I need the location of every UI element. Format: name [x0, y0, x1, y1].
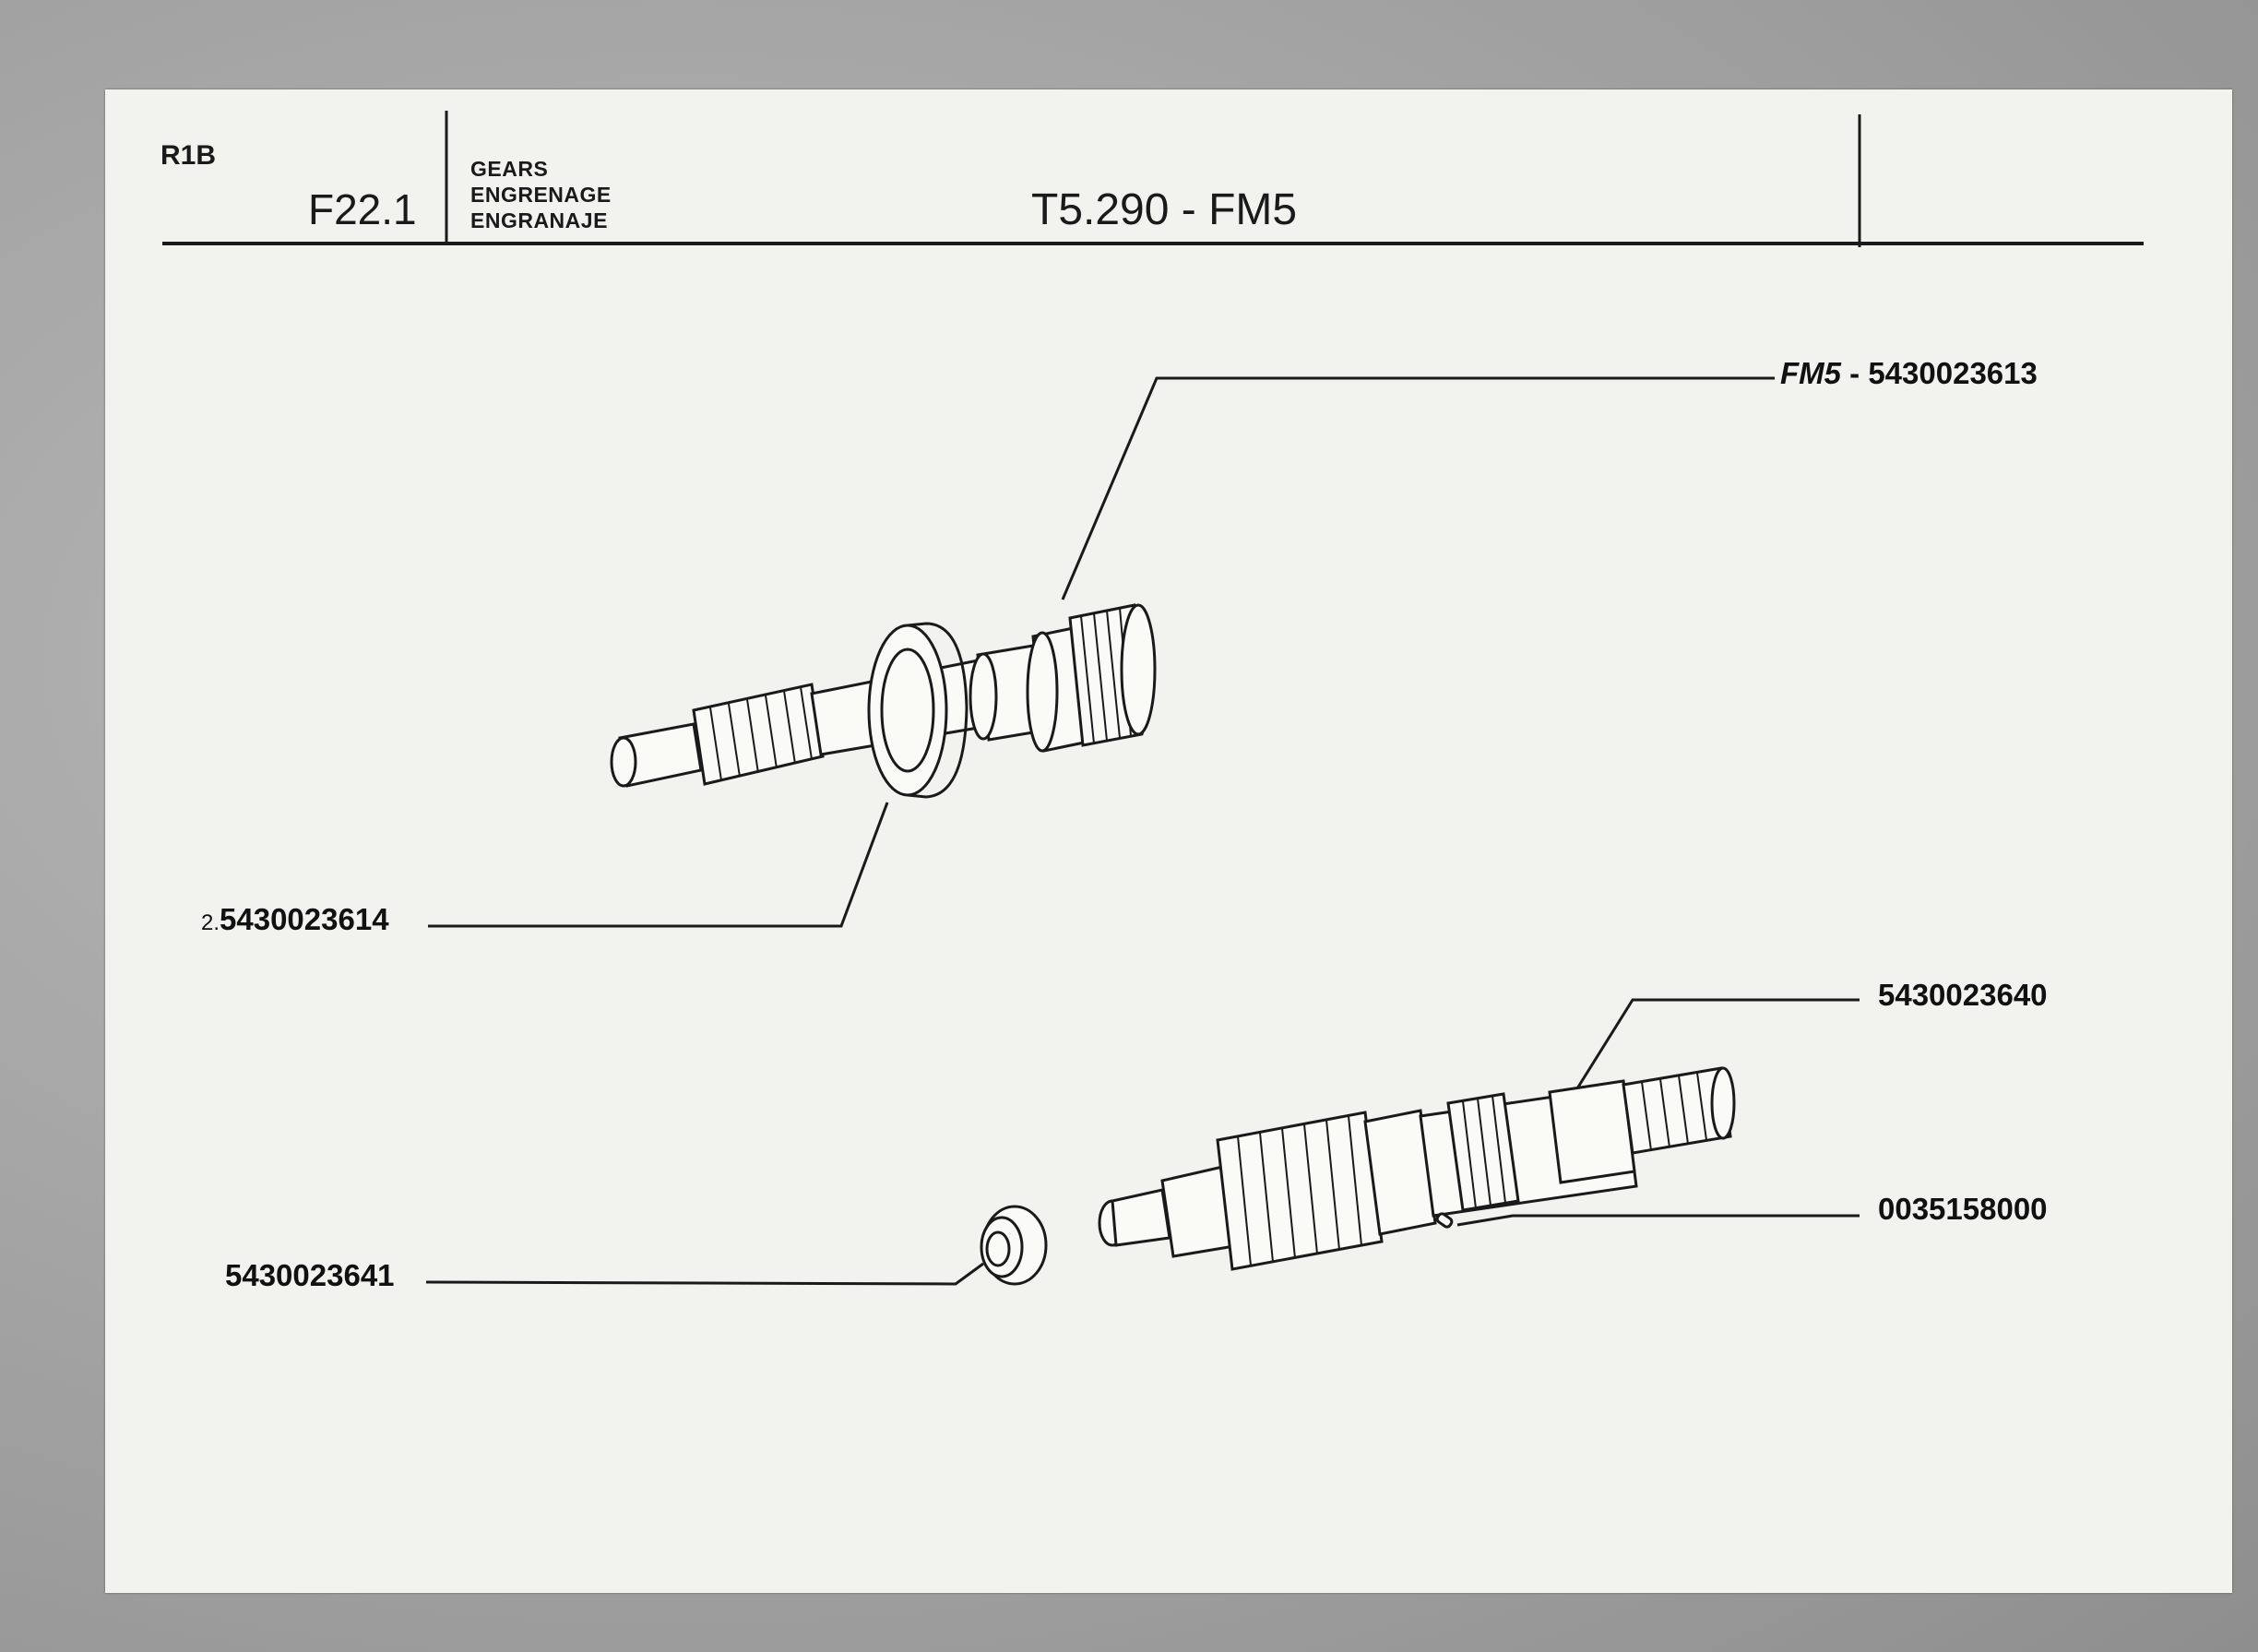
section-code: R1B	[160, 140, 217, 171]
part-number: 5430023640	[1878, 978, 2048, 1012]
input-shaft-drawing	[610, 603, 1157, 799]
title-english: GEARS	[470, 157, 549, 181]
pin-drawing	[1435, 1212, 1454, 1229]
part-number: 5430023614	[220, 902, 389, 936]
model-title: T5.290 - FM5	[1031, 185, 1298, 234]
part-label-mainshaft: 5430023640	[1878, 978, 2048, 1013]
title-french: ENGRENAGE	[470, 183, 612, 207]
part-number: 5430023641	[225, 1258, 395, 1292]
part-variant: FM5	[1780, 356, 1841, 390]
part-label-roller-bearing: 5430023641	[225, 1258, 395, 1293]
part-label-input-shaft: FM5 - 5430023613	[1780, 356, 2038, 391]
header-frame	[162, 111, 2144, 247]
mainshaft-drawing	[1098, 1066, 1736, 1271]
part-label-bearing: 2.5430023614	[201, 902, 389, 937]
leader-lines	[425, 376, 1860, 1286]
part-separator: -	[1841, 356, 1869, 390]
part-number: 5430023613	[1868, 356, 2038, 390]
part-quantity: 2.	[201, 910, 220, 935]
catalog-sheet	[105, 89, 2232, 1593]
title-spanish: ENGRANAJE	[470, 208, 608, 232]
roller-bearing-drawing	[980, 1205, 1048, 1286]
part-number: 0035158000	[1878, 1192, 2048, 1226]
figure-code: F22.1	[308, 185, 417, 233]
part-label-pin: 0035158000	[1878, 1192, 2048, 1227]
